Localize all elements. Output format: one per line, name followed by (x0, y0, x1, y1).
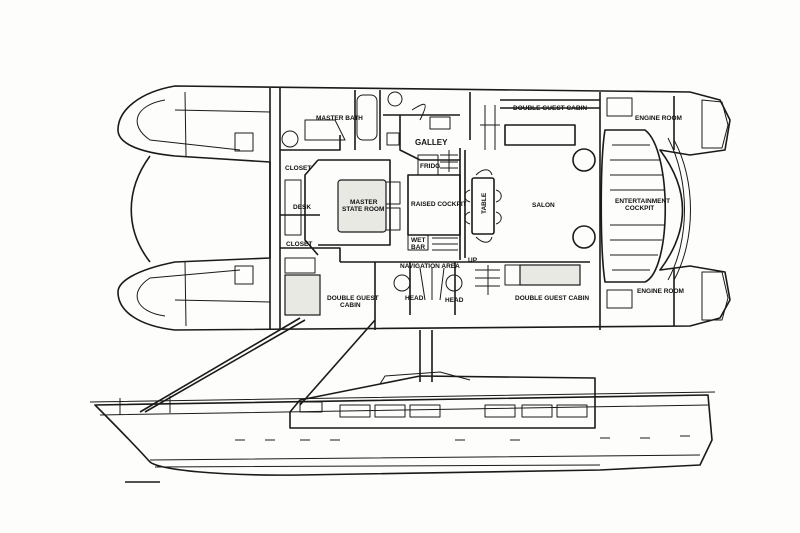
entertainment-cockpit (600, 129, 667, 283)
label-closet-top: CLOSET (285, 165, 311, 172)
label-cockpit: COCKPIT (625, 205, 654, 212)
label-engine-room-top: ENGINE ROOM (635, 115, 682, 122)
plan-labels: MASTER BATH CLOSET DESK CLOSET MASTER ST… (285, 105, 684, 309)
label-head-left: HEAD (405, 295, 424, 302)
label-raised-cockpit: RAISED COCKPIT (411, 201, 467, 208)
label-double-guest-left-1: DOUBLE GUEST (327, 295, 379, 302)
label-closet-bottom: CLOSET (286, 241, 312, 248)
hull-profile (94, 394, 713, 476)
label-bar: BAR (411, 244, 425, 251)
deck-plan (117, 85, 731, 331)
label-engine-room-bottom: ENGINE ROOM (637, 288, 684, 295)
label-up: UP (468, 257, 478, 264)
label-table: TABLE (481, 192, 488, 214)
label-entertainment: ENTERTAINMENT (615, 198, 670, 205)
label-galley: GALLEY (415, 138, 448, 147)
side-profile (89, 317, 716, 483)
label-master: MASTER (350, 199, 378, 206)
hull-outline (117, 85, 731, 331)
stay-line (139, 317, 306, 413)
label-salon: SALON (532, 202, 555, 209)
label-wet: WET (411, 237, 425, 244)
master-bed (337, 179, 387, 233)
label-double-guest-cabin-bottom: DOUBLE GUEST CABIN (515, 295, 589, 302)
label-state-room: STATE ROOM (342, 206, 384, 213)
label-desk: DESK (293, 204, 311, 211)
label-head-right: HEAD (445, 297, 464, 304)
salon-table (471, 177, 495, 235)
label-master-bath: MASTER BATH (316, 115, 363, 122)
label-navigation-area: NAVIGATION AREA (400, 263, 460, 270)
label-double-guest-left-2: CABIN (340, 302, 361, 309)
label-fridg: FRIDG (420, 163, 440, 170)
superstructure (289, 375, 596, 429)
label-double-guest-cabin-top: DOUBLE GUEST CABIN (513, 105, 587, 112)
